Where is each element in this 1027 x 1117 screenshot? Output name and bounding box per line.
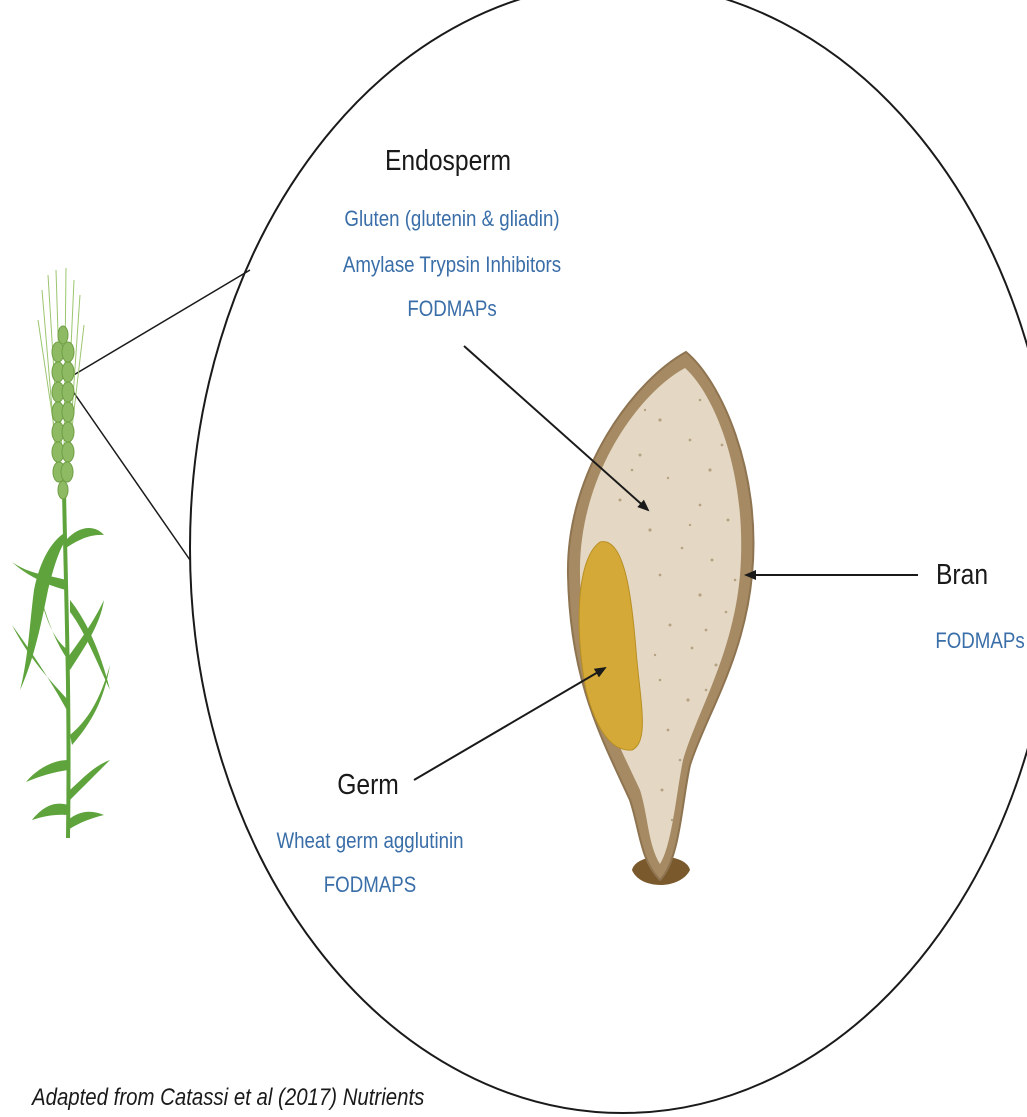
endosperm-item-ati: Amylase Trypsin Inhibitors [343,252,561,278]
germ-item-fodmaps: FODMAPS [324,872,416,898]
endosperm-item-fodmaps: FODMAPs [407,296,496,322]
germ-arrow [414,668,605,780]
endosperm-item-gluten: Gluten (glutenin & gliadin) [344,206,559,232]
wheat-plant-icon [12,268,110,838]
endosperm-title: Endosperm [385,144,511,179]
bran-title: Bran [936,558,988,593]
source-caption: Adapted from Catassi et al (2017) Nutrie… [32,1084,424,1112]
wheat-grain-icon [568,352,754,885]
germ-item-wga: Wheat germ agglutinin [276,828,463,854]
bran-item-fodmaps: FODMAPs [935,628,1024,654]
zoom-line-top [72,270,250,376]
germ-title: Germ [337,768,399,803]
